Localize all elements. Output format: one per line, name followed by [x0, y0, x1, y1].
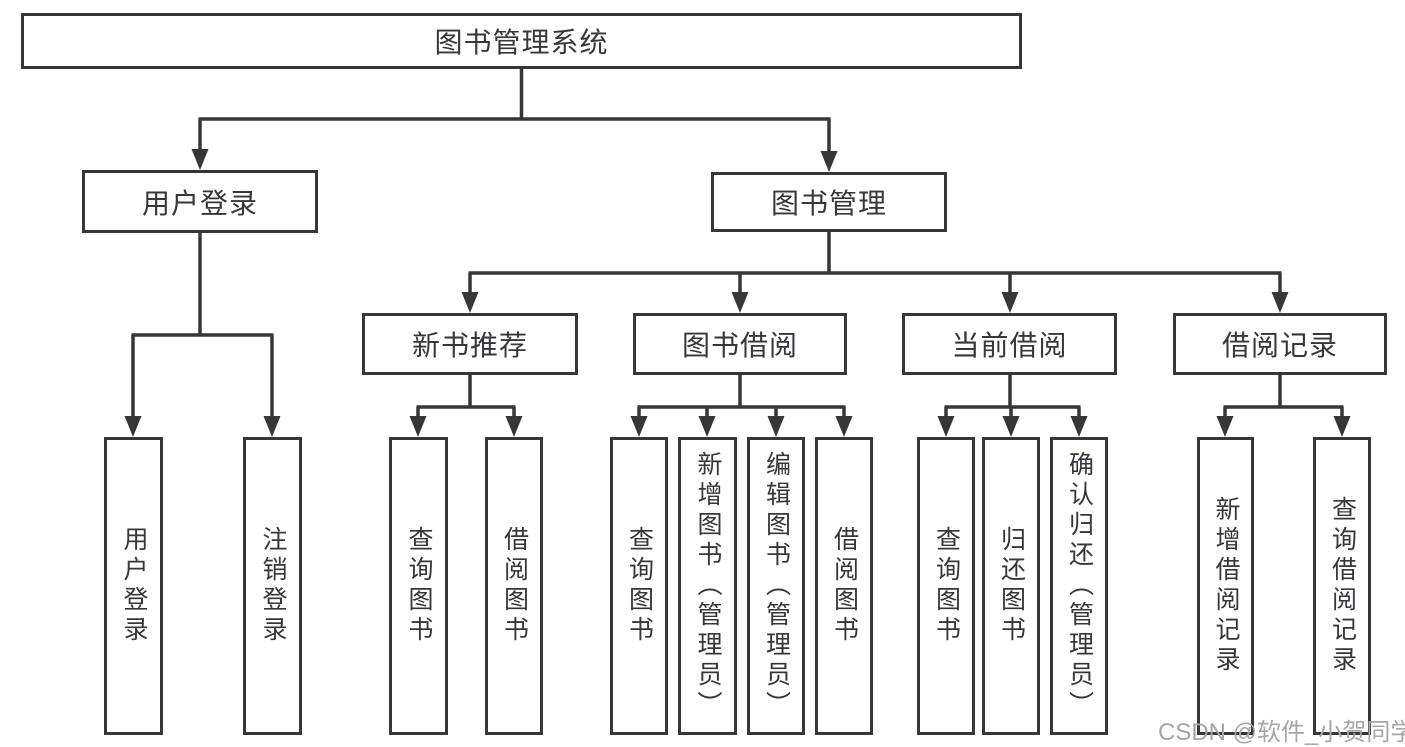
node-current-borrow: 当前借阅 [902, 313, 1117, 375]
leaf-user-login: 用户登录 [104, 437, 163, 735]
node-book-borrow: 图书借阅 [633, 313, 847, 375]
leaf-query-books-borrow: 查询图书 [610, 437, 668, 735]
leaf-add-borrow-record: 新增借阅记录 [1197, 437, 1254, 735]
leaf-edit-book-admin-label: 编辑图书（管理员） [762, 451, 791, 721]
csdn-watermark: CSDN @软件_小贺同学 [1158, 719, 1405, 746]
leaf-query-books-recommend: 查询图书 [389, 437, 448, 735]
leaf-user-login-label: 用户登录 [120, 526, 148, 646]
node-new-book-recommend: 新书推荐 [362, 313, 578, 375]
leaf-logout: 注销登录 [243, 437, 302, 735]
leaf-borrow-books-recommend: 借阅图书 [485, 437, 543, 735]
leaf-add-borrow-record-label: 新增借阅记录 [1212, 496, 1240, 676]
leaf-return-book: 归还图书 [982, 437, 1040, 735]
leaf-query-borrow-record-label: 查询借阅记录 [1328, 496, 1357, 676]
node-user-login-group: 用户登录 [82, 170, 318, 233]
leaf-query-books-borrow-label: 查询图书 [625, 526, 654, 646]
leaf-confirm-return-admin-label: 确认归还（管理员） [1065, 451, 1094, 721]
leaf-query-borrow-record: 查询借阅记录 [1313, 437, 1371, 735]
leaf-borrow-books: 借阅图书 [815, 437, 873, 735]
leaf-query-books-current-label: 查询图书 [932, 526, 961, 646]
leaf-query-books-recommend-label: 查询图书 [405, 526, 433, 646]
node-book-management: 图书管理 [711, 172, 947, 232]
node-borrow-records: 借阅记录 [1173, 313, 1387, 375]
leaf-borrow-books-label: 借阅图书 [830, 526, 859, 646]
leaf-add-book-admin: 新增图书（管理员） [678, 437, 737, 735]
leaf-edit-book-admin: 编辑图书（管理员） [747, 437, 805, 735]
leaf-add-book-admin-label: 新增图书（管理员） [694, 451, 722, 721]
leaf-return-book-label: 归还图书 [997, 526, 1026, 646]
leaf-borrow-books-recommend-label: 借阅图书 [500, 526, 529, 646]
leaf-confirm-return-admin: 确认归还（管理员） [1050, 437, 1108, 735]
leaf-query-books-current: 查询图书 [917, 437, 975, 735]
leaf-logout-label: 注销登录 [259, 526, 287, 646]
arrowhead-icons [124, 149, 1351, 437]
node-library-system: 图书管理系统 [21, 13, 1022, 69]
